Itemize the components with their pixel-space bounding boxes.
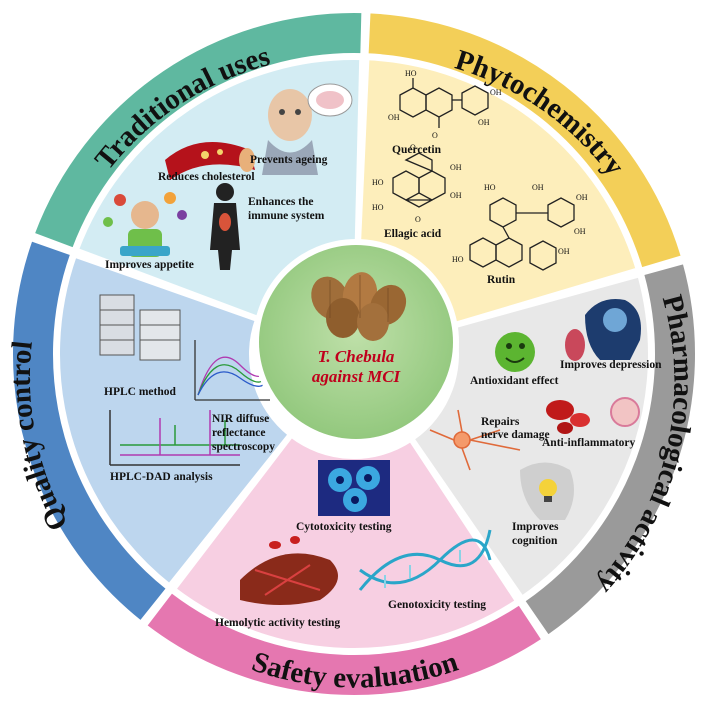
improves-appetite-label: Improves appetite (105, 259, 194, 271)
eating-person-icon (103, 192, 187, 257)
quercetin-atom-labels: HO OH O OH OH (388, 69, 502, 140)
rutin-label: Rutin (487, 274, 516, 286)
dna-helix-icon (358, 529, 492, 591)
svg-text:OH: OH (558, 247, 570, 256)
svg-text:OH: OH (450, 163, 462, 172)
svg-text:O: O (415, 215, 421, 224)
rutin-atom-labels: HO OH OH OH HO OH (452, 183, 588, 264)
blood-cells-icon (546, 397, 640, 434)
lightbulb-head-icon (520, 462, 574, 520)
ellagic-acid-structure-icon (392, 152, 446, 208)
prevents-ageing-label: Prevents ageing (250, 154, 328, 166)
traditional-uses-outer-ring (32, 11, 364, 250)
rutin-structure-icon (469, 197, 575, 271)
cells-icon (318, 460, 390, 516)
blood-vessel-icon (165, 142, 255, 180)
ellagic-acid-atom-labels: O OH OH HO HO O (372, 143, 462, 224)
hplc-dad-analysis-label: HPLC-DAD analysis (110, 471, 213, 483)
svg-text:OH: OH (478, 118, 490, 127)
quercetin-label: Quercetin (392, 144, 442, 156)
hplc-instrument-icon (99, 294, 181, 361)
hplc-method-label: HPLC method (104, 386, 176, 398)
quercetin-structure-icon (399, 78, 489, 128)
reduces-cholesterol-label: Reduces cholesterol (158, 171, 255, 183)
center-title-line1: T. Chebula (318, 347, 395, 366)
brain-thought-icon (307, 83, 353, 117)
safety-outer-ring (144, 590, 544, 697)
svg-text:HO: HO (405, 69, 417, 78)
svg-text:OH: OH (576, 193, 588, 202)
svg-text:HO: HO (372, 203, 384, 212)
svg-text:OH: OH (574, 227, 586, 236)
svg-text:OH: OH (532, 183, 544, 192)
svg-text:HO: HO (372, 178, 384, 187)
nuts-fruit-icon (311, 272, 407, 341)
brain-head-icon (565, 299, 641, 361)
quality-control-outer-ring (11, 239, 169, 623)
ellagic-acid-label: Ellagic acid (384, 228, 442, 240)
anti-inflammatory-label: Anti-inflammatory (542, 437, 636, 449)
human-body-icon (210, 183, 240, 270)
smiley-cell-icon (495, 332, 535, 372)
phytochemistry-outer-ring (366, 11, 683, 270)
svg-text:O: O (432, 131, 438, 140)
improves-depression-label: Improves depression (560, 359, 662, 371)
svg-text:HO: HO (484, 183, 496, 192)
cytotoxicity-testing-label: Cytotoxicity testing (296, 521, 392, 533)
svg-text:O: O (410, 143, 416, 152)
genotoxicity-testing-label: Genotoxicity testing (388, 599, 486, 611)
chromatogram-icon (109, 410, 240, 466)
center-title-line2: against MCI (312, 367, 402, 386)
pharmacological-sector (409, 272, 652, 601)
neuron-icon (429, 409, 521, 471)
svg-text:OH: OH (388, 113, 400, 122)
hemolytic-testing-label: Hemolytic activity testing (215, 617, 340, 629)
center-circle (259, 245, 453, 439)
svg-text:OH: OH (490, 88, 502, 97)
svg-text:HO: HO (452, 255, 464, 264)
antioxidant-effect-label: Antioxidant effect (470, 375, 559, 387)
blood-clot-icon (240, 536, 338, 605)
pharmacological-outer-ring (522, 261, 697, 637)
svg-text:OH: OH (450, 191, 462, 200)
elderly-man-icon (262, 89, 318, 175)
